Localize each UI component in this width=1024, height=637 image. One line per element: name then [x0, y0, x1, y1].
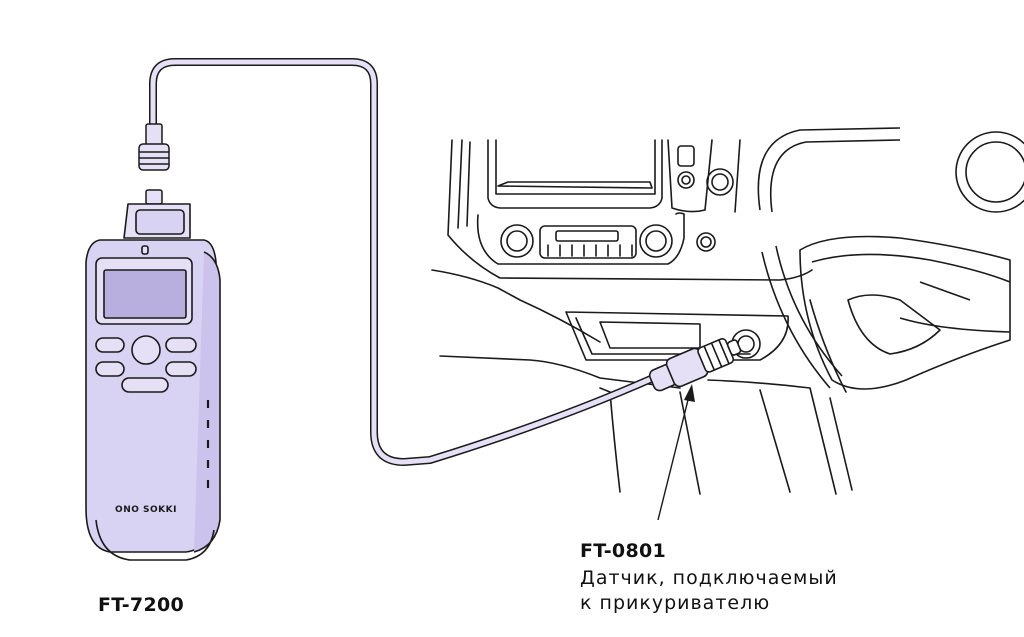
- car-dashboard-icon: [431, 131, 1024, 495]
- sensor-description-line1: Датчик, подключаемый: [580, 567, 838, 589]
- signal-cable: [149, 58, 666, 466]
- bnc-connector-icon: [138, 123, 170, 205]
- pointer-arrow: [657, 384, 695, 521]
- sensor-description-line2: к прикуривателю: [580, 592, 771, 614]
- brand-logo: ONO SOKKI: [115, 505, 177, 515]
- cigarette-lighter-plug-icon: [648, 337, 742, 392]
- tachometer-model-label: FT-7200: [98, 594, 185, 616]
- steering-wheel-icon: [757, 127, 1011, 390]
- handheld-tachometer-icon: [85, 203, 221, 561]
- sensor-model-label: FT-0801: [580, 540, 667, 562]
